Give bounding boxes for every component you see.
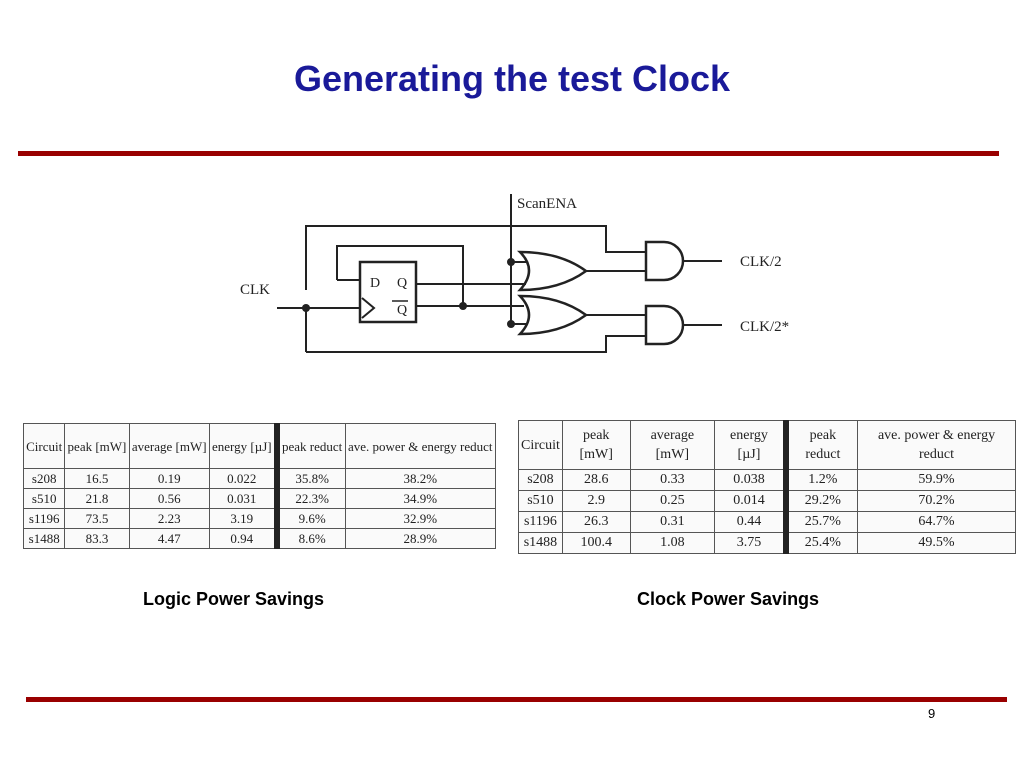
col-header: peak reduct bbox=[782, 420, 859, 470]
clock-power-table: Circuit peak [mW] average [mW] energy [µ… bbox=[518, 420, 1016, 554]
table-cell: s510 bbox=[22, 488, 66, 509]
clock-triangle bbox=[361, 297, 376, 319]
table-cell: 38.2% bbox=[344, 468, 497, 489]
table-header-row: Circuit peak [mW] average [mW] energy [µ… bbox=[22, 423, 497, 469]
and-gate-1 bbox=[644, 240, 685, 282]
table-cell: 59.9% bbox=[857, 469, 1016, 491]
table-row: s208 16.5 0.19 0.022 35.8% 38.2% bbox=[22, 468, 497, 489]
col-header: Circuit bbox=[22, 423, 66, 469]
table-cell: 100.4 bbox=[561, 532, 631, 554]
table-cell: 4.47 bbox=[128, 528, 210, 549]
col-header: peak [mW] bbox=[561, 420, 631, 470]
and-gate-2 bbox=[644, 304, 685, 346]
table-row: s1488 100.4 1.08 3.75 25.4% 49.5% bbox=[518, 532, 1016, 554]
junction-dot bbox=[459, 302, 467, 310]
table-cell: 83.3 bbox=[64, 528, 130, 549]
table-cell: 0.56 bbox=[128, 488, 210, 509]
table-cell: 34.9% bbox=[344, 488, 497, 509]
table-cell: 16.5 bbox=[64, 468, 130, 489]
col-header: average [mW] bbox=[128, 423, 210, 469]
footer-divider bbox=[26, 697, 1007, 702]
table-cell: 49.5% bbox=[857, 532, 1016, 554]
table-cell: s1488 bbox=[22, 528, 66, 549]
table-cell: 9.6% bbox=[273, 508, 346, 529]
table-cell: s1488 bbox=[518, 532, 563, 554]
table-cell: 28.6 bbox=[561, 469, 631, 491]
table-cell: 0.031 bbox=[208, 488, 278, 509]
junction-dot bbox=[507, 258, 515, 266]
junction-dot bbox=[507, 320, 515, 328]
table-row: s208 28.6 0.33 0.038 1.2% 59.9% bbox=[518, 469, 1016, 491]
table-row: s510 21.8 0.56 0.031 22.3% 34.9% bbox=[22, 488, 497, 509]
col-header: ave. power & energy reduct bbox=[344, 423, 497, 469]
table-cell: 0.33 bbox=[629, 469, 716, 491]
table-cell: 0.25 bbox=[629, 490, 716, 512]
ff-qbar-label: Q bbox=[397, 303, 407, 318]
table-cell: 1.08 bbox=[629, 532, 716, 554]
inner-feedback-wire bbox=[336, 245, 464, 306]
table-cell: 0.038 bbox=[714, 469, 787, 491]
title-divider bbox=[18, 151, 999, 156]
table-row: s1196 73.5 2.23 3.19 9.6% 32.9% bbox=[22, 508, 497, 529]
table-cell: 21.8 bbox=[64, 488, 130, 509]
col-header: average [mW] bbox=[629, 420, 716, 470]
col-header: peak [mW] bbox=[64, 423, 130, 469]
scanena-label: ScanENA bbox=[517, 196, 577, 212]
table-cell: s1196 bbox=[518, 511, 563, 533]
outer-feedback-wire bbox=[305, 225, 646, 290]
out1-label: CLK/2 bbox=[740, 254, 782, 270]
table-cell: 3.19 bbox=[208, 508, 278, 529]
logic-power-table: Circuit peak [mW] average [mW] energy [µ… bbox=[22, 423, 497, 549]
table-cell: 3.75 bbox=[714, 532, 787, 554]
out2-label: CLK/2* bbox=[740, 319, 789, 335]
clock-divider-circuit-diagram: ScanENA CLK D Q Q CLK/2 CLK/2* bbox=[240, 194, 789, 353]
table-cell: 0.19 bbox=[128, 468, 210, 489]
page-number: 9 bbox=[928, 706, 936, 721]
logic-table-caption: Logic Power Savings bbox=[143, 589, 325, 609]
table-row: s1196 26.3 0.31 0.44 25.7% 64.7% bbox=[518, 511, 1016, 533]
table-cell: 2.9 bbox=[561, 490, 631, 512]
table-cell: 0.31 bbox=[629, 511, 716, 533]
table-cell: 2.23 bbox=[128, 508, 210, 529]
table-cell: 22.3% bbox=[273, 488, 346, 509]
table-cell: 0.022 bbox=[208, 468, 278, 489]
junction-dot bbox=[302, 304, 310, 312]
table-cell: 70.2% bbox=[857, 490, 1016, 512]
table-cell: s208 bbox=[518, 469, 563, 491]
col-header: energy [µJ] bbox=[714, 420, 787, 470]
table-cell: 29.2% bbox=[782, 490, 859, 512]
table-cell: 26.3 bbox=[561, 511, 631, 533]
bottom-bus-wire bbox=[306, 335, 646, 353]
ff-q-label: Q bbox=[397, 276, 407, 291]
table-cell: s1196 bbox=[22, 508, 66, 529]
col-header: peak reduct bbox=[273, 423, 346, 469]
table-cell: 73.5 bbox=[64, 508, 130, 529]
clk-label: CLK bbox=[240, 282, 270, 298]
table-cell: 8.6% bbox=[273, 528, 346, 549]
table-cell: s510 bbox=[518, 490, 563, 512]
table-cell: 64.7% bbox=[857, 511, 1016, 533]
table-header-row: Circuit peak [mW] average [mW] energy [µ… bbox=[518, 420, 1016, 470]
table-cell: 25.4% bbox=[782, 532, 859, 554]
col-header: energy [µJ] bbox=[208, 423, 278, 469]
table-cell: 35.8% bbox=[273, 468, 346, 489]
d-flip-flop bbox=[358, 260, 418, 324]
or-gate-2 bbox=[517, 294, 589, 336]
ff-d-label: D bbox=[370, 276, 380, 291]
table-cell: 0.014 bbox=[714, 490, 787, 512]
table-cell: 0.44 bbox=[714, 511, 787, 533]
clock-table-caption: Clock Power Savings bbox=[637, 589, 820, 609]
table-row: s1488 83.3 4.47 0.94 8.6% 28.9% bbox=[22, 528, 497, 549]
table-cell: 1.2% bbox=[782, 469, 859, 491]
or-gate-1 bbox=[516, 250, 589, 292]
table-cell: 32.9% bbox=[344, 508, 497, 529]
table-cell: s208 bbox=[22, 468, 66, 489]
col-header: Circuit bbox=[518, 420, 563, 470]
col-header: ave. power & energy reduct bbox=[857, 420, 1016, 470]
table-cell: 28.9% bbox=[344, 528, 497, 549]
table-row: s510 2.9 0.25 0.014 29.2% 70.2% bbox=[518, 490, 1016, 512]
table-cell: 0.94 bbox=[208, 528, 278, 549]
table-cell: 25.7% bbox=[782, 511, 859, 533]
slide-title: Generating the test Clock bbox=[293, 58, 731, 99]
